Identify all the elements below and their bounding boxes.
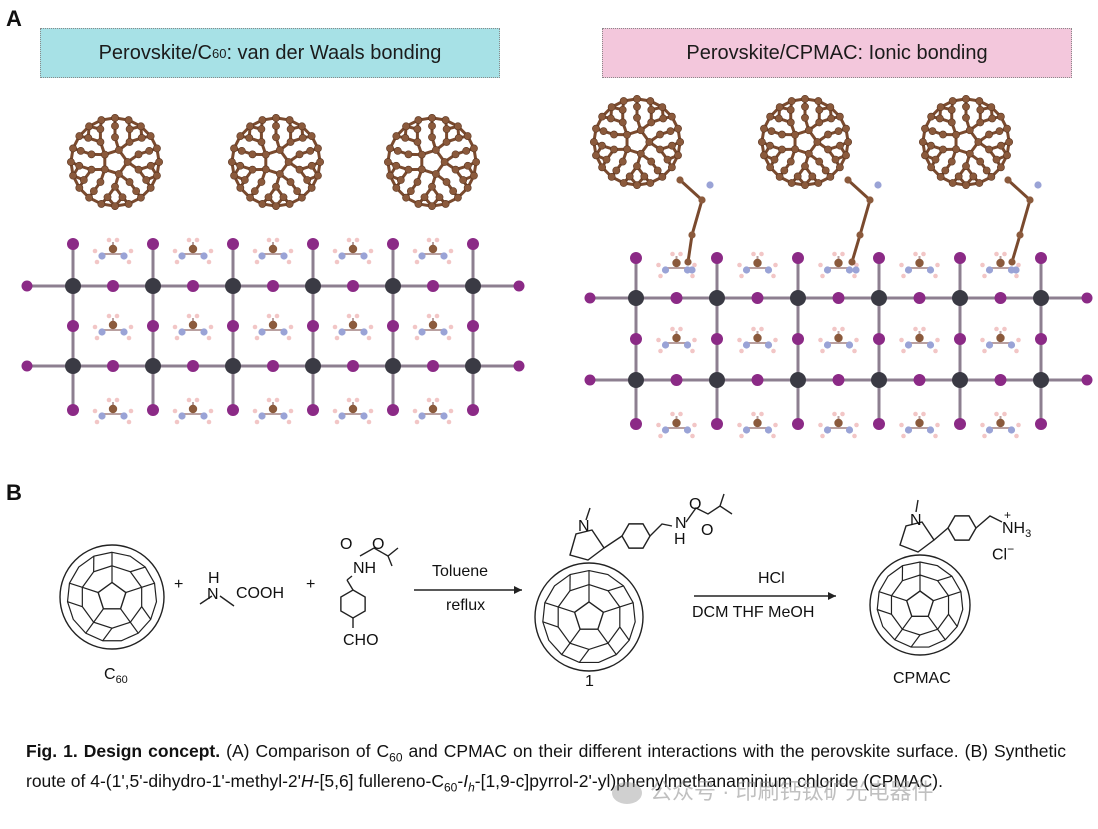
synthesis-scheme: [59, 493, 1003, 672]
aldehyde-cho: CHO: [343, 632, 379, 649]
cpmac-chloride-cl: Cl: [992, 546, 1008, 564]
cpmac-chloride: Cl−: [992, 542, 1014, 564]
cpmac-cage-2: [757, 94, 853, 190]
perovskite-lattice-right: [584, 251, 1093, 439]
product1-o1: O: [689, 496, 702, 513]
cpmac-linker-2: [844, 176, 882, 274]
cpmac-cage-3: [918, 94, 1014, 190]
product1-label: 1: [585, 673, 594, 690]
c60-cage-1: [67, 114, 163, 210]
watermark: 公众号 · 印刷钙钛矿光电器件: [612, 774, 934, 806]
boc-o2: O: [372, 536, 385, 553]
perovskite-structures-figure: [21, 94, 1093, 439]
caption-lead: Fig. 1. Design concept.: [26, 741, 221, 761]
product1-substituents: [569, 493, 733, 561]
caption-ih-sub: h: [468, 780, 475, 794]
product1-n: N: [675, 515, 687, 532]
reaction-arrow-2: [694, 592, 836, 600]
cpmac-cage-1: [589, 94, 685, 190]
banner-vdw-prefix: Perovskite/C: [98, 41, 212, 64]
cpmac-ammonium-nh: NH: [1002, 520, 1026, 537]
banner-vdw-suffix: : van der Waals bonding: [226, 41, 442, 64]
caption-text1: (A) Comparison of C: [220, 741, 390, 761]
cpmac-pyrrolidine-n: N: [910, 512, 922, 529]
c60-label: C60: [104, 666, 128, 686]
c60-cage-3: [383, 114, 480, 210]
c60-label-text: C: [104, 666, 116, 683]
reaction-arrow-1: [414, 586, 522, 594]
cpmac-label: CPMAC: [893, 670, 951, 687]
product1-h: H: [674, 531, 686, 548]
cpmac-ammonium: +NH3: [1002, 508, 1032, 541]
sarcosine-cooh: COOH: [236, 585, 284, 602]
caption-text5: -[1,9-c]pyrrol-2'-yl)phenylmethanaminium…: [474, 770, 943, 791]
plus-1: +: [174, 576, 184, 593]
caption-ih: I: [463, 770, 469, 791]
wechat-icon: [612, 782, 642, 805]
banner-ionic: Perovskite/CPMAC: Ionic bonding: [602, 28, 1072, 78]
boc-o1: O: [340, 536, 353, 553]
boc-aldehyde-drawing: [340, 547, 399, 628]
caption-text3: -[5,6] fullereno-C: [313, 770, 444, 791]
cpmac-ammonium-sub: 3: [1025, 528, 1032, 541]
caption-sub2: 60: [444, 780, 458, 794]
cpmac-linker-3: [1004, 176, 1042, 274]
watermark-text: 公众号 · 印刷钙钛矿光电器件: [650, 779, 934, 804]
caption-h-italic: H: [301, 770, 314, 791]
c60-drawing: [59, 544, 165, 650]
cpmac-substituents: [899, 499, 1003, 553]
caption-text2: and CPMAC on their different interaction…: [26, 741, 1066, 791]
product1-pyrrolidine-n: N: [578, 518, 590, 535]
panel-a-letter: A: [6, 6, 22, 31]
c60-cage-2: [227, 114, 324, 210]
product1-o2: O: [701, 522, 714, 539]
product1-cage: [534, 562, 644, 672]
banner-vdw-sub: 60: [211, 45, 227, 61]
boc-nh: NH: [353, 560, 377, 577]
cpmac-ammonium-plus: +: [1004, 508, 1012, 522]
arrow2-top: HCl: [758, 570, 785, 587]
sarcosine-n: N: [207, 586, 219, 603]
cpmac-chloride-minus: −: [1007, 542, 1015, 556]
plus-2: +: [306, 576, 316, 593]
perovskite-lattice-left: [21, 237, 525, 425]
arrow1-top: Toluene: [432, 563, 489, 580]
cpmac-linker-1: [676, 176, 714, 274]
sarcosine-bonds: [199, 595, 235, 607]
caption-sub1: 60: [389, 750, 403, 765]
arrow1-bottom: reflux: [446, 597, 486, 614]
c60-label-sub: 60: [115, 674, 128, 687]
caption-text4: -: [457, 770, 464, 791]
arrow2-bottom: DCM THF MeOH: [692, 604, 815, 621]
panel-b-letter: B: [6, 480, 22, 505]
cpmac-cage-drawing: [869, 554, 971, 656]
sarcosine-h: H: [208, 570, 220, 587]
figure-caption: Fig. 1. Design concept. (A) Comparison o…: [26, 740, 1066, 799]
